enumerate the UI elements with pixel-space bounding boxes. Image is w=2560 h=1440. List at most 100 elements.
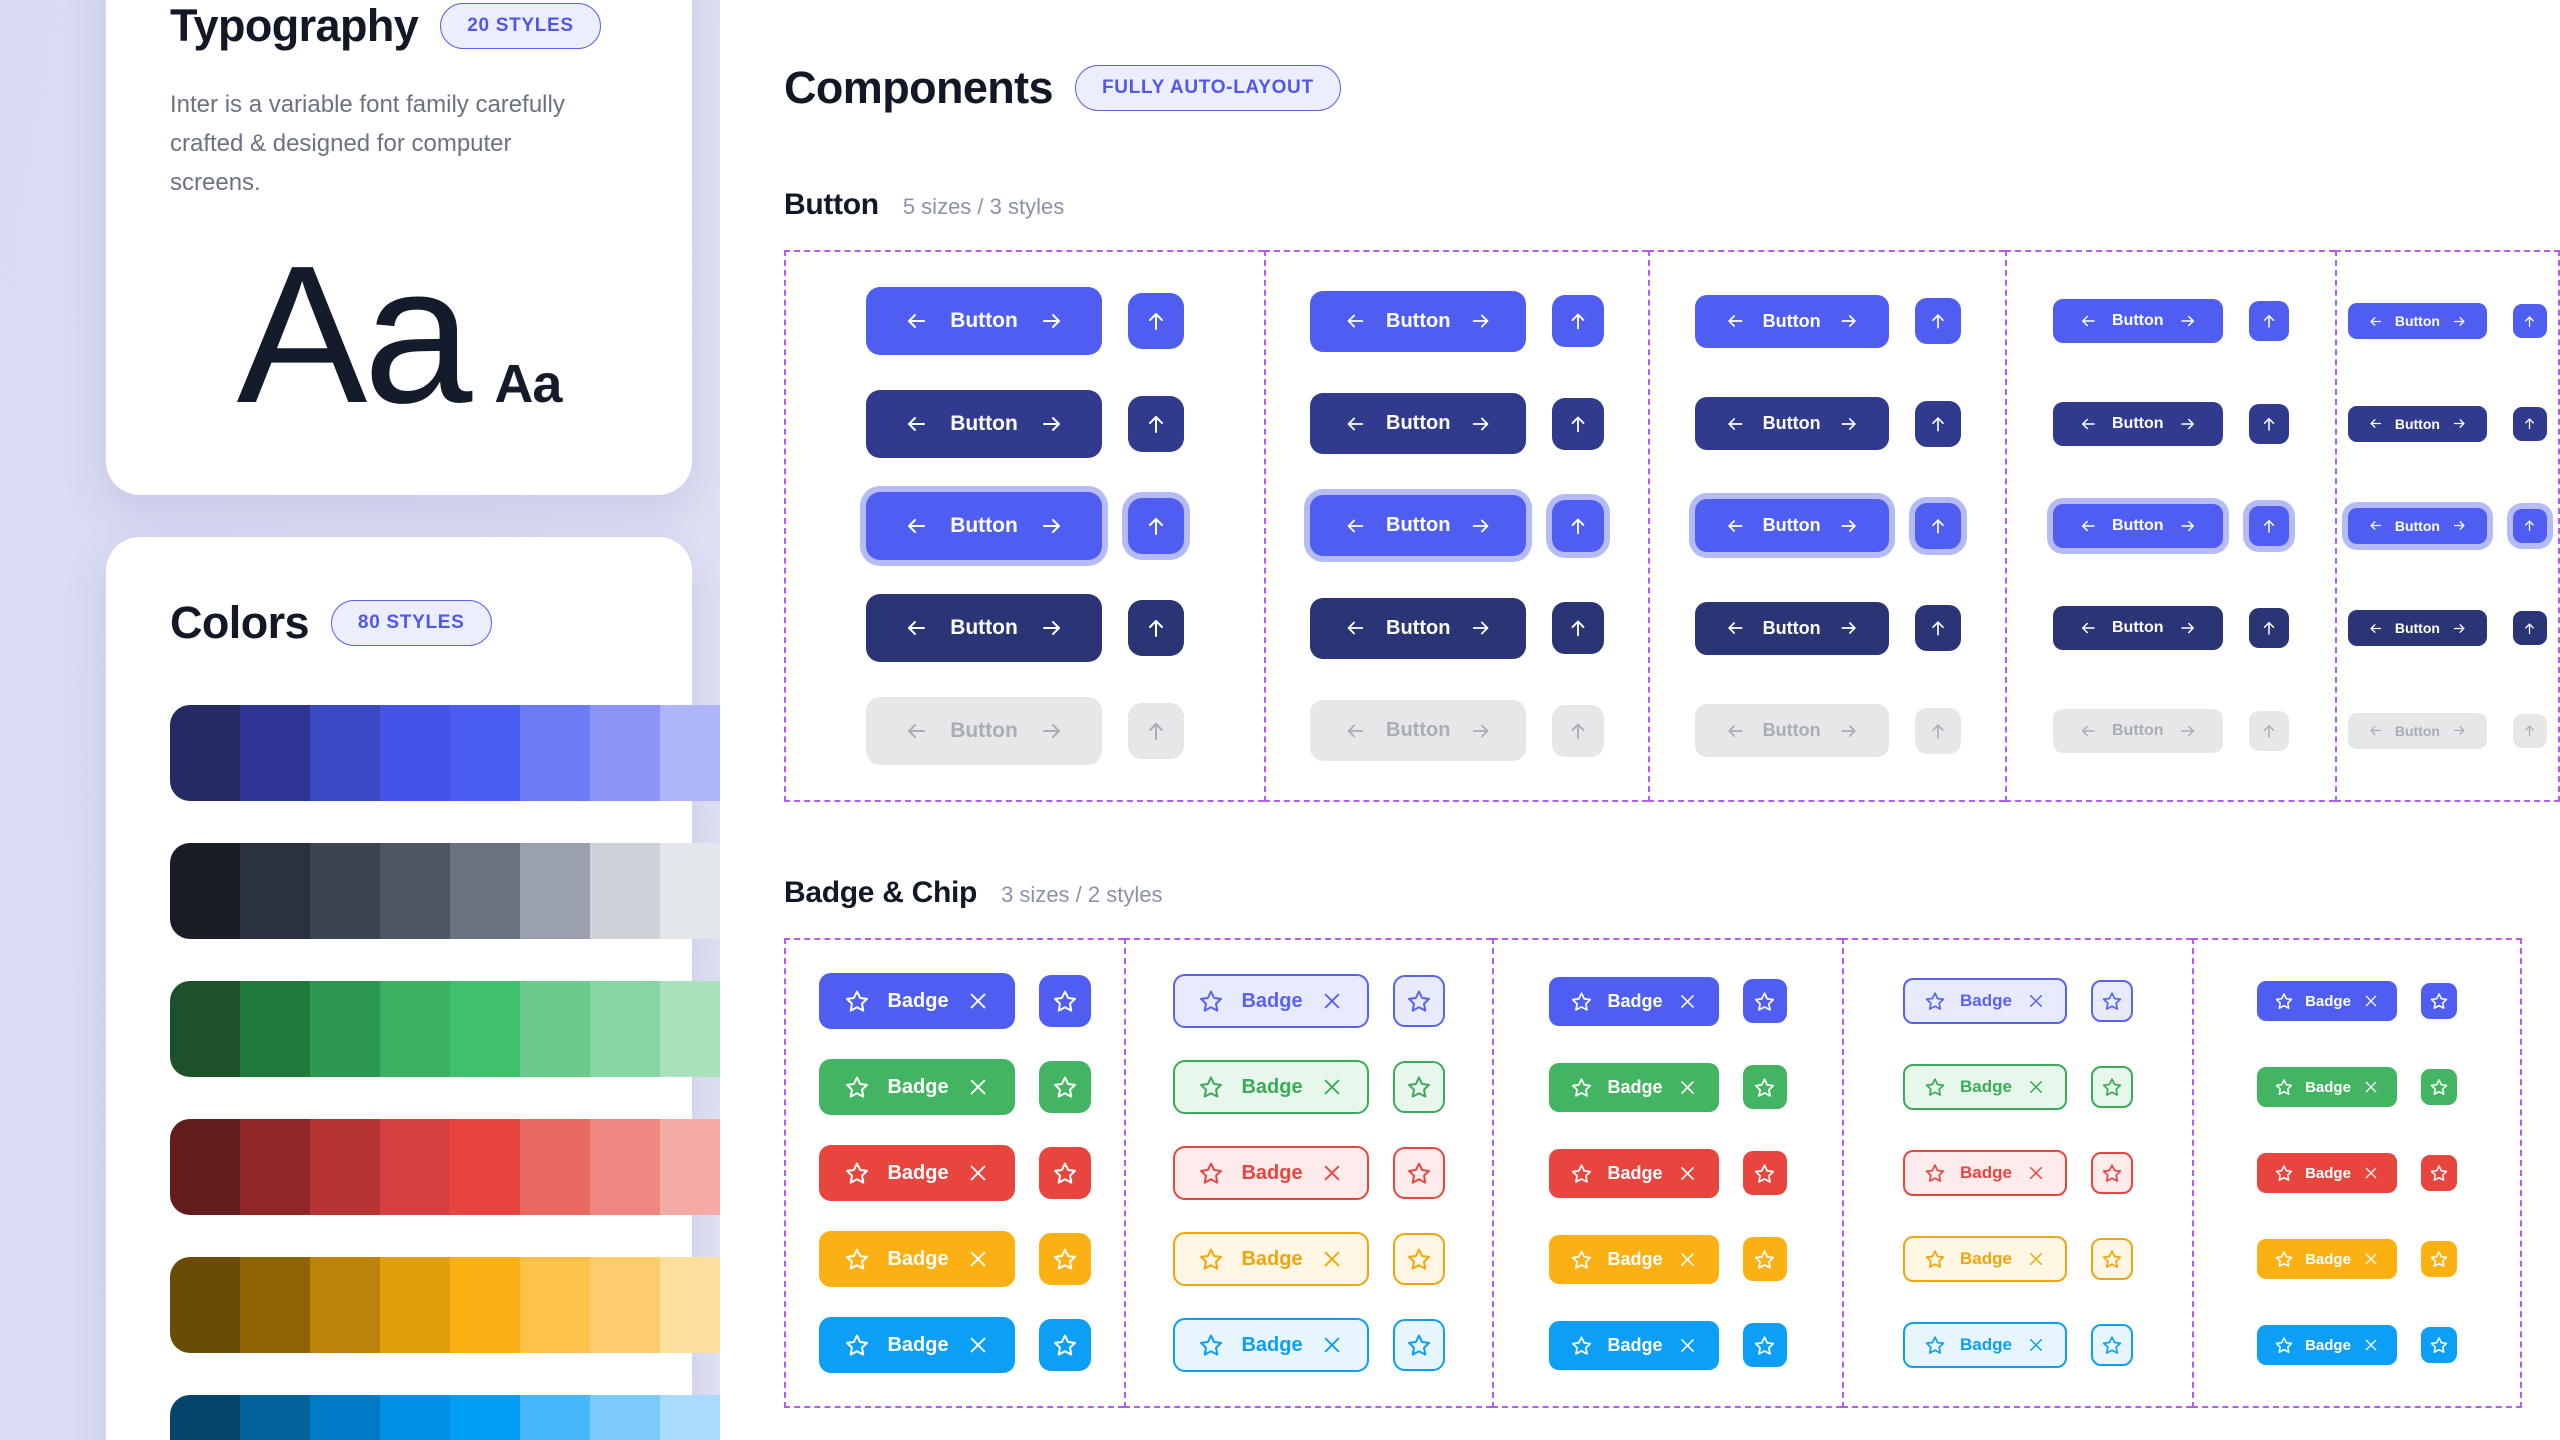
badge-amber[interactable]: Badge: [1903, 1236, 2067, 1282]
button-default[interactable]: Button: [1310, 290, 1527, 352]
close-icon[interactable]: [1321, 1248, 1343, 1270]
color-swatch[interactable]: [170, 1118, 240, 1215]
badge-amber[interactable]: Badge: [819, 1231, 1015, 1287]
close-icon[interactable]: [2027, 1336, 2045, 1354]
close-icon[interactable]: [967, 1334, 989, 1356]
button-hover[interactable]: Button: [1310, 393, 1527, 455]
close-icon[interactable]: [2363, 1165, 2379, 1181]
color-swatch[interactable]: [450, 1394, 520, 1440]
icon-button-hover[interactable]: [2512, 406, 2547, 441]
chip-icon-indigo[interactable]: [1038, 975, 1091, 1027]
badge-indigo[interactable]: Badge: [2257, 981, 2397, 1021]
button-hover[interactable]: Button: [866, 389, 1102, 458]
color-swatch[interactable]: [450, 980, 520, 1077]
icon-button-default[interactable]: [1914, 298, 1961, 345]
color-swatch[interactable]: [520, 704, 590, 801]
color-swatch[interactable]: [240, 704, 310, 801]
button-default[interactable]: Button: [866, 287, 1102, 356]
badge-blue[interactable]: Badge: [2257, 1325, 2397, 1365]
chip-icon-red[interactable]: [1038, 1147, 1091, 1199]
badge-indigo[interactable]: Badge: [1903, 978, 2067, 1024]
close-icon[interactable]: [1678, 1336, 1697, 1355]
icon-button-default[interactable]: [1127, 293, 1184, 350]
icon-button-hover[interactable]: [1552, 397, 1605, 450]
chip-icon-amber[interactable]: [2420, 1241, 2457, 1277]
close-icon[interactable]: [2027, 1078, 2045, 1096]
color-swatch[interactable]: [660, 842, 730, 939]
badge-blue[interactable]: Badge: [1903, 1322, 2067, 1368]
color-swatch[interactable]: [170, 842, 240, 939]
icon-button-default[interactable]: [1552, 295, 1605, 348]
close-icon[interactable]: [2027, 1250, 2045, 1268]
badge-indigo[interactable]: Badge: [1549, 976, 1719, 1026]
chip-icon-indigo[interactable]: [2090, 980, 2133, 1022]
color-swatch[interactable]: [240, 980, 310, 1077]
color-swatch[interactable]: [240, 1394, 310, 1440]
chip-icon-red[interactable]: [1392, 1147, 1445, 1199]
button-focused[interactable]: Button: [2053, 503, 2223, 548]
icon-button-default[interactable]: [2512, 304, 2547, 339]
color-swatch[interactable]: [520, 980, 590, 1077]
chip-icon-blue[interactable]: [1392, 1319, 1445, 1371]
chip-icon-red[interactable]: [2090, 1152, 2133, 1194]
color-swatch[interactable]: [310, 980, 380, 1077]
color-swatch[interactable]: [380, 1394, 450, 1440]
badge-amber[interactable]: Badge: [1549, 1234, 1719, 1284]
icon-button-focused[interactable]: [1127, 497, 1184, 554]
icon-button-hover[interactable]: [1914, 400, 1961, 447]
chip-icon-blue[interactable]: [2420, 1327, 2457, 1363]
badge-red[interactable]: Badge: [1549, 1148, 1719, 1198]
color-swatch[interactable]: [170, 1256, 240, 1353]
icon-button-hover[interactable]: [1127, 395, 1184, 452]
close-icon[interactable]: [2363, 993, 2379, 1009]
button-pressed[interactable]: Button: [866, 594, 1102, 663]
close-icon[interactable]: [1678, 1250, 1697, 1269]
button-pressed[interactable]: Button: [2347, 610, 2487, 647]
chip-icon-red[interactable]: [1742, 1151, 1787, 1195]
icon-button-pressed[interactable]: [2512, 611, 2547, 646]
chip-icon-amber[interactable]: [1392, 1233, 1445, 1285]
icon-button-pressed[interactable]: [1552, 602, 1605, 655]
button-default[interactable]: Button: [2347, 303, 2487, 340]
close-icon[interactable]: [1678, 1164, 1697, 1183]
color-swatch[interactable]: [380, 704, 450, 801]
badge-green[interactable]: Badge: [1173, 1060, 1369, 1114]
button-focused[interactable]: Button: [866, 491, 1102, 560]
color-swatch[interactable]: [310, 704, 380, 801]
close-icon[interactable]: [2027, 992, 2045, 1010]
color-swatch[interactable]: [380, 842, 450, 939]
color-swatch[interactable]: [520, 1394, 590, 1440]
icon-button-focused[interactable]: [1552, 499, 1605, 552]
close-icon[interactable]: [967, 990, 989, 1012]
color-swatch[interactable]: [380, 1118, 450, 1215]
color-swatch[interactable]: [660, 704, 730, 801]
color-swatch[interactable]: [450, 842, 520, 939]
badge-red[interactable]: Badge: [819, 1145, 1015, 1201]
button-focused[interactable]: Button: [1310, 495, 1527, 557]
badge-red[interactable]: Badge: [1903, 1150, 2067, 1196]
button-focused[interactable]: Button: [1694, 499, 1889, 553]
color-swatch[interactable]: [590, 1394, 660, 1440]
color-swatch[interactable]: [240, 1118, 310, 1215]
color-swatch[interactable]: [170, 704, 240, 801]
color-swatch[interactable]: [450, 704, 520, 801]
color-swatch[interactable]: [520, 1256, 590, 1353]
close-icon[interactable]: [1321, 1076, 1343, 1098]
color-swatch[interactable]: [450, 1256, 520, 1353]
color-swatch[interactable]: [590, 980, 660, 1077]
chip-icon-amber[interactable]: [2090, 1238, 2133, 1280]
button-focused[interactable]: Button: [2347, 507, 2487, 544]
color-swatch[interactable]: [520, 1118, 590, 1215]
chip-icon-green[interactable]: [2420, 1069, 2457, 1105]
button-default[interactable]: Button: [1694, 294, 1889, 348]
close-icon[interactable]: [967, 1162, 989, 1184]
color-swatch[interactable]: [310, 1394, 380, 1440]
close-icon[interactable]: [967, 1248, 989, 1270]
badge-green[interactable]: Badge: [819, 1059, 1015, 1115]
color-swatch[interactable]: [240, 842, 310, 939]
chip-icon-indigo[interactable]: [1392, 975, 1445, 1027]
color-swatch[interactable]: [660, 1394, 730, 1440]
icon-button-pressed[interactable]: [1127, 600, 1184, 657]
badge-red[interactable]: Badge: [2257, 1153, 2397, 1193]
chip-icon-blue[interactable]: [1038, 1319, 1091, 1371]
